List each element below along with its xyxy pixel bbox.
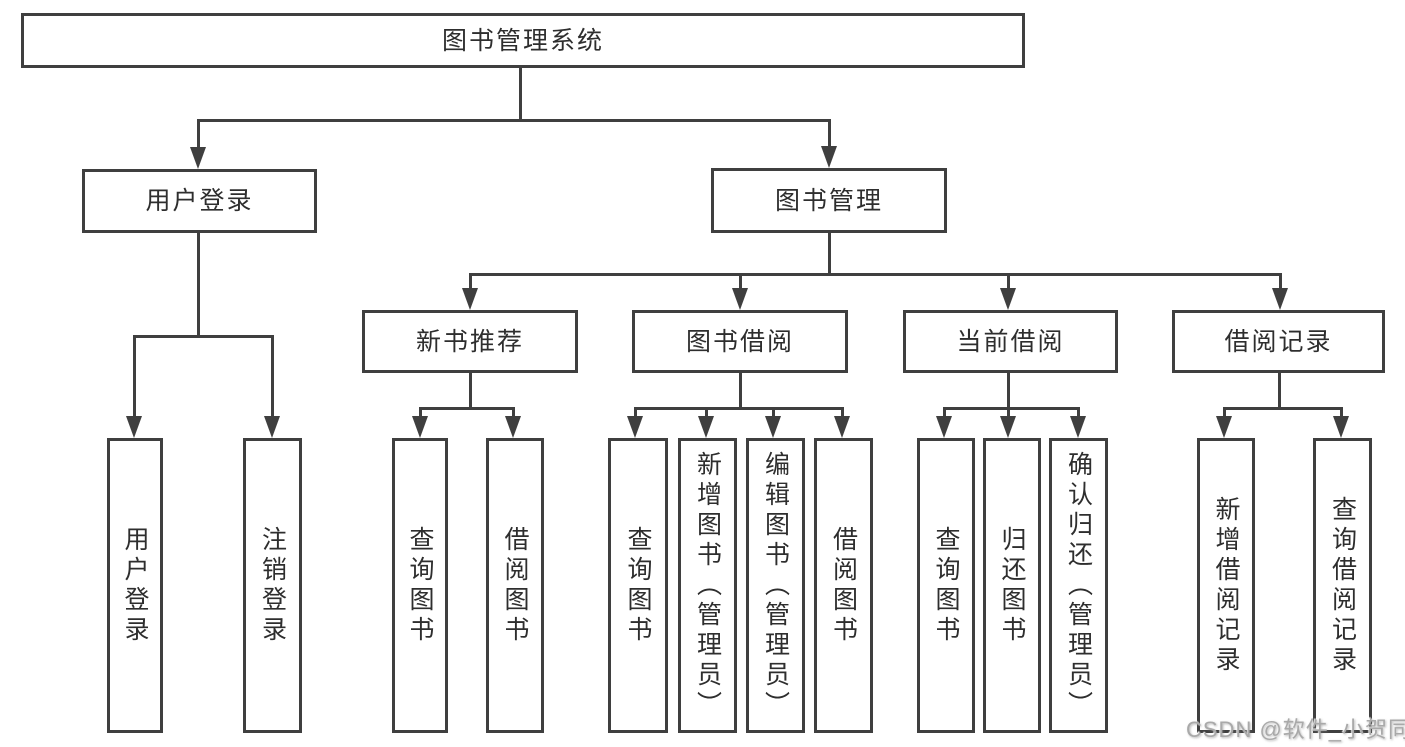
edge-to-leaf-borrow2-line [841, 407, 844, 418]
leaf-user-login: 用户登录 [107, 438, 163, 733]
edge-to-leaf-return-arrow [1000, 416, 1016, 438]
edge-records-rail [1223, 407, 1343, 410]
edge-current-stub [1007, 373, 1010, 410]
leaf-logout: 注销登录 [243, 438, 302, 733]
edge-user-login-stub [197, 233, 200, 338]
node-user-login: 用户登录 [82, 169, 317, 233]
edge-to-leaf-add-record-line [1223, 407, 1226, 418]
edge-root-stub [519, 68, 522, 122]
edge-level3-rail [469, 273, 1282, 276]
edge-to-leaf-edit-books-line [772, 407, 775, 418]
edge-new-book-stub [469, 373, 472, 410]
edge-to-leaf-query2-arrow [627, 416, 643, 438]
edge-to-leaf-add-books-arrow [698, 416, 714, 438]
csdn-watermark: CSDN @软件_小贺同学 [1186, 717, 1405, 742]
edge-to-leaf-logout-line [271, 335, 274, 418]
edge-to-leaf-confirm-return-arrow [1070, 416, 1086, 438]
edge-to-leaf-query3-arrow [936, 416, 952, 438]
node-current-borrowing: 当前借阅 [903, 310, 1118, 373]
leaf-return-books: 归还图书 [983, 438, 1041, 733]
edge-to-borrowing-line [739, 273, 742, 291]
leaf-add-books-admin: 新增图书（管理员） [678, 438, 737, 733]
edge-to-leaf-return-line [1007, 407, 1010, 418]
edge-to-user-login-line [197, 119, 200, 150]
leaf-add-borrow-record: 新增借阅记录 [1197, 438, 1255, 733]
node-book-borrowing: 图书借阅 [632, 310, 848, 373]
edge-borrowing-rail [634, 407, 844, 410]
edge-to-leaf-query-record-arrow [1333, 416, 1349, 438]
edge-to-leaf-borrow2-arrow [834, 416, 850, 438]
edge-to-leaf-query-record-line [1340, 407, 1343, 418]
edge-current-rail [943, 407, 1080, 410]
edge-to-book-management-line [828, 119, 831, 149]
edge-book-management-stub [828, 233, 831, 276]
edge-to-leaf-query1-line [419, 407, 422, 418]
node-library-management-system: 图书管理系统 [21, 13, 1025, 68]
edge-to-records-line [1279, 273, 1282, 291]
edge-to-leaf-add-record-arrow [1216, 416, 1232, 438]
edge-to-leaf-user-login-line [133, 335, 136, 418]
leaf-query-books-recommend: 查询图书 [392, 438, 448, 733]
leaf-confirm-return-admin: 确认归还（管理员） [1049, 438, 1108, 733]
edge-borrowing-stub [739, 373, 742, 410]
leaf-query-books-current: 查询图书 [917, 438, 975, 733]
edge-to-leaf-logout-arrow [264, 416, 280, 438]
leaf-query-books-borrowing: 查询图书 [608, 438, 668, 733]
edge-to-leaf-borrow1-line [512, 407, 515, 418]
edge-to-leaf-query1-arrow [412, 416, 428, 438]
leaf-borrow-books-recommend: 借阅图书 [486, 438, 544, 733]
leaf-edit-books-admin: 编辑图书（管理员） [746, 438, 805, 733]
edge-to-leaf-query3-line [943, 407, 946, 418]
edge-to-new-book-arrow [462, 288, 478, 310]
edge-to-leaf-query2-line [634, 407, 637, 418]
edge-level1-rail [197, 119, 831, 122]
node-new-book-recommendation: 新书推荐 [362, 310, 578, 373]
leaf-borrow-books-borrowing: 借阅图书 [814, 438, 873, 733]
edge-records-stub [1278, 373, 1281, 410]
leaf-query-borrow-record: 查询借阅记录 [1313, 438, 1372, 733]
edge-user-login-rail [133, 335, 274, 338]
edge-to-leaf-user-login-arrow [126, 416, 142, 438]
node-book-management: 图书管理 [711, 168, 947, 233]
edge-to-book-management-arrow [821, 146, 837, 168]
edge-to-records-arrow [1272, 288, 1288, 310]
edge-to-leaf-edit-books-arrow [765, 416, 781, 438]
edge-to-borrowing-arrow [732, 288, 748, 310]
edge-to-user-login-arrow [190, 147, 206, 169]
edge-new-book-rail [419, 407, 515, 410]
edge-to-current-arrow [1000, 288, 1016, 310]
edge-to-current-line [1007, 273, 1010, 291]
node-borrowing-records: 借阅记录 [1172, 310, 1385, 373]
edge-to-leaf-confirm-return-line [1077, 407, 1080, 418]
edge-to-leaf-add-books-line [705, 407, 708, 418]
edge-to-new-book-line [469, 273, 472, 291]
edge-to-leaf-borrow1-arrow [505, 416, 521, 438]
